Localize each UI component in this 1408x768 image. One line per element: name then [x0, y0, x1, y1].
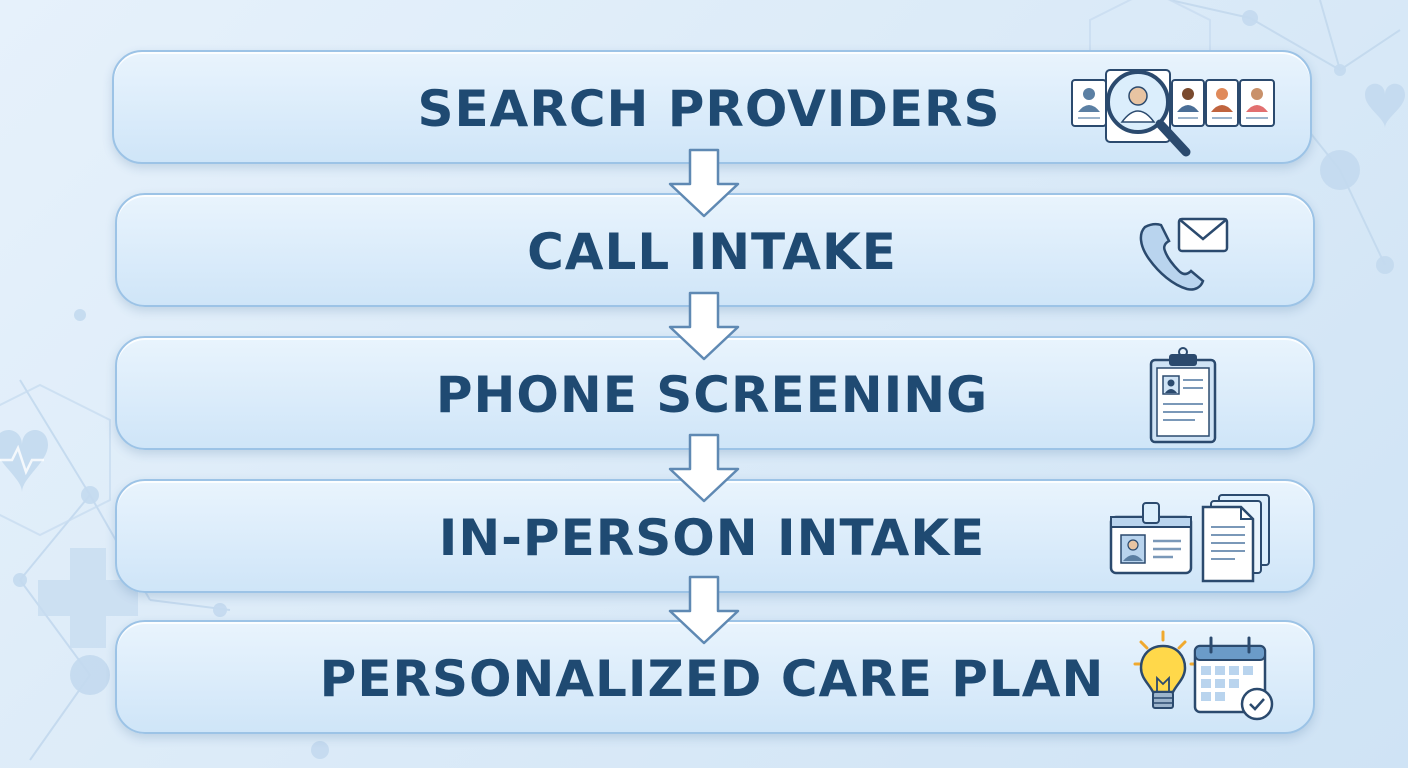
step-search-providers: SEARCH PROVIDERS	[112, 50, 1312, 164]
down-arrow-4	[668, 575, 740, 645]
down-arrow-1	[668, 148, 740, 218]
step-label: PHONE SCREENING	[435, 366, 989, 424]
lightbulb-calendar-icon	[1133, 630, 1274, 721]
step-label: PERSONALIZED CARE PLAN	[319, 650, 1105, 708]
search-providers-icon	[1071, 69, 1275, 157]
down-arrow-3	[668, 433, 740, 503]
down-arrow-2	[668, 291, 740, 361]
phone-mail-icon	[1139, 217, 1229, 291]
clipboard-icon	[1149, 347, 1217, 444]
step-label: IN-PERSON INTAKE	[438, 509, 986, 567]
step-in-person-intake: IN-PERSON INTAKE	[115, 479, 1315, 593]
step-label: SEARCH PROVIDERS	[417, 80, 1001, 138]
id-card-documents-icon	[1109, 494, 1270, 583]
step-label: CALL INTAKE	[527, 223, 897, 281]
